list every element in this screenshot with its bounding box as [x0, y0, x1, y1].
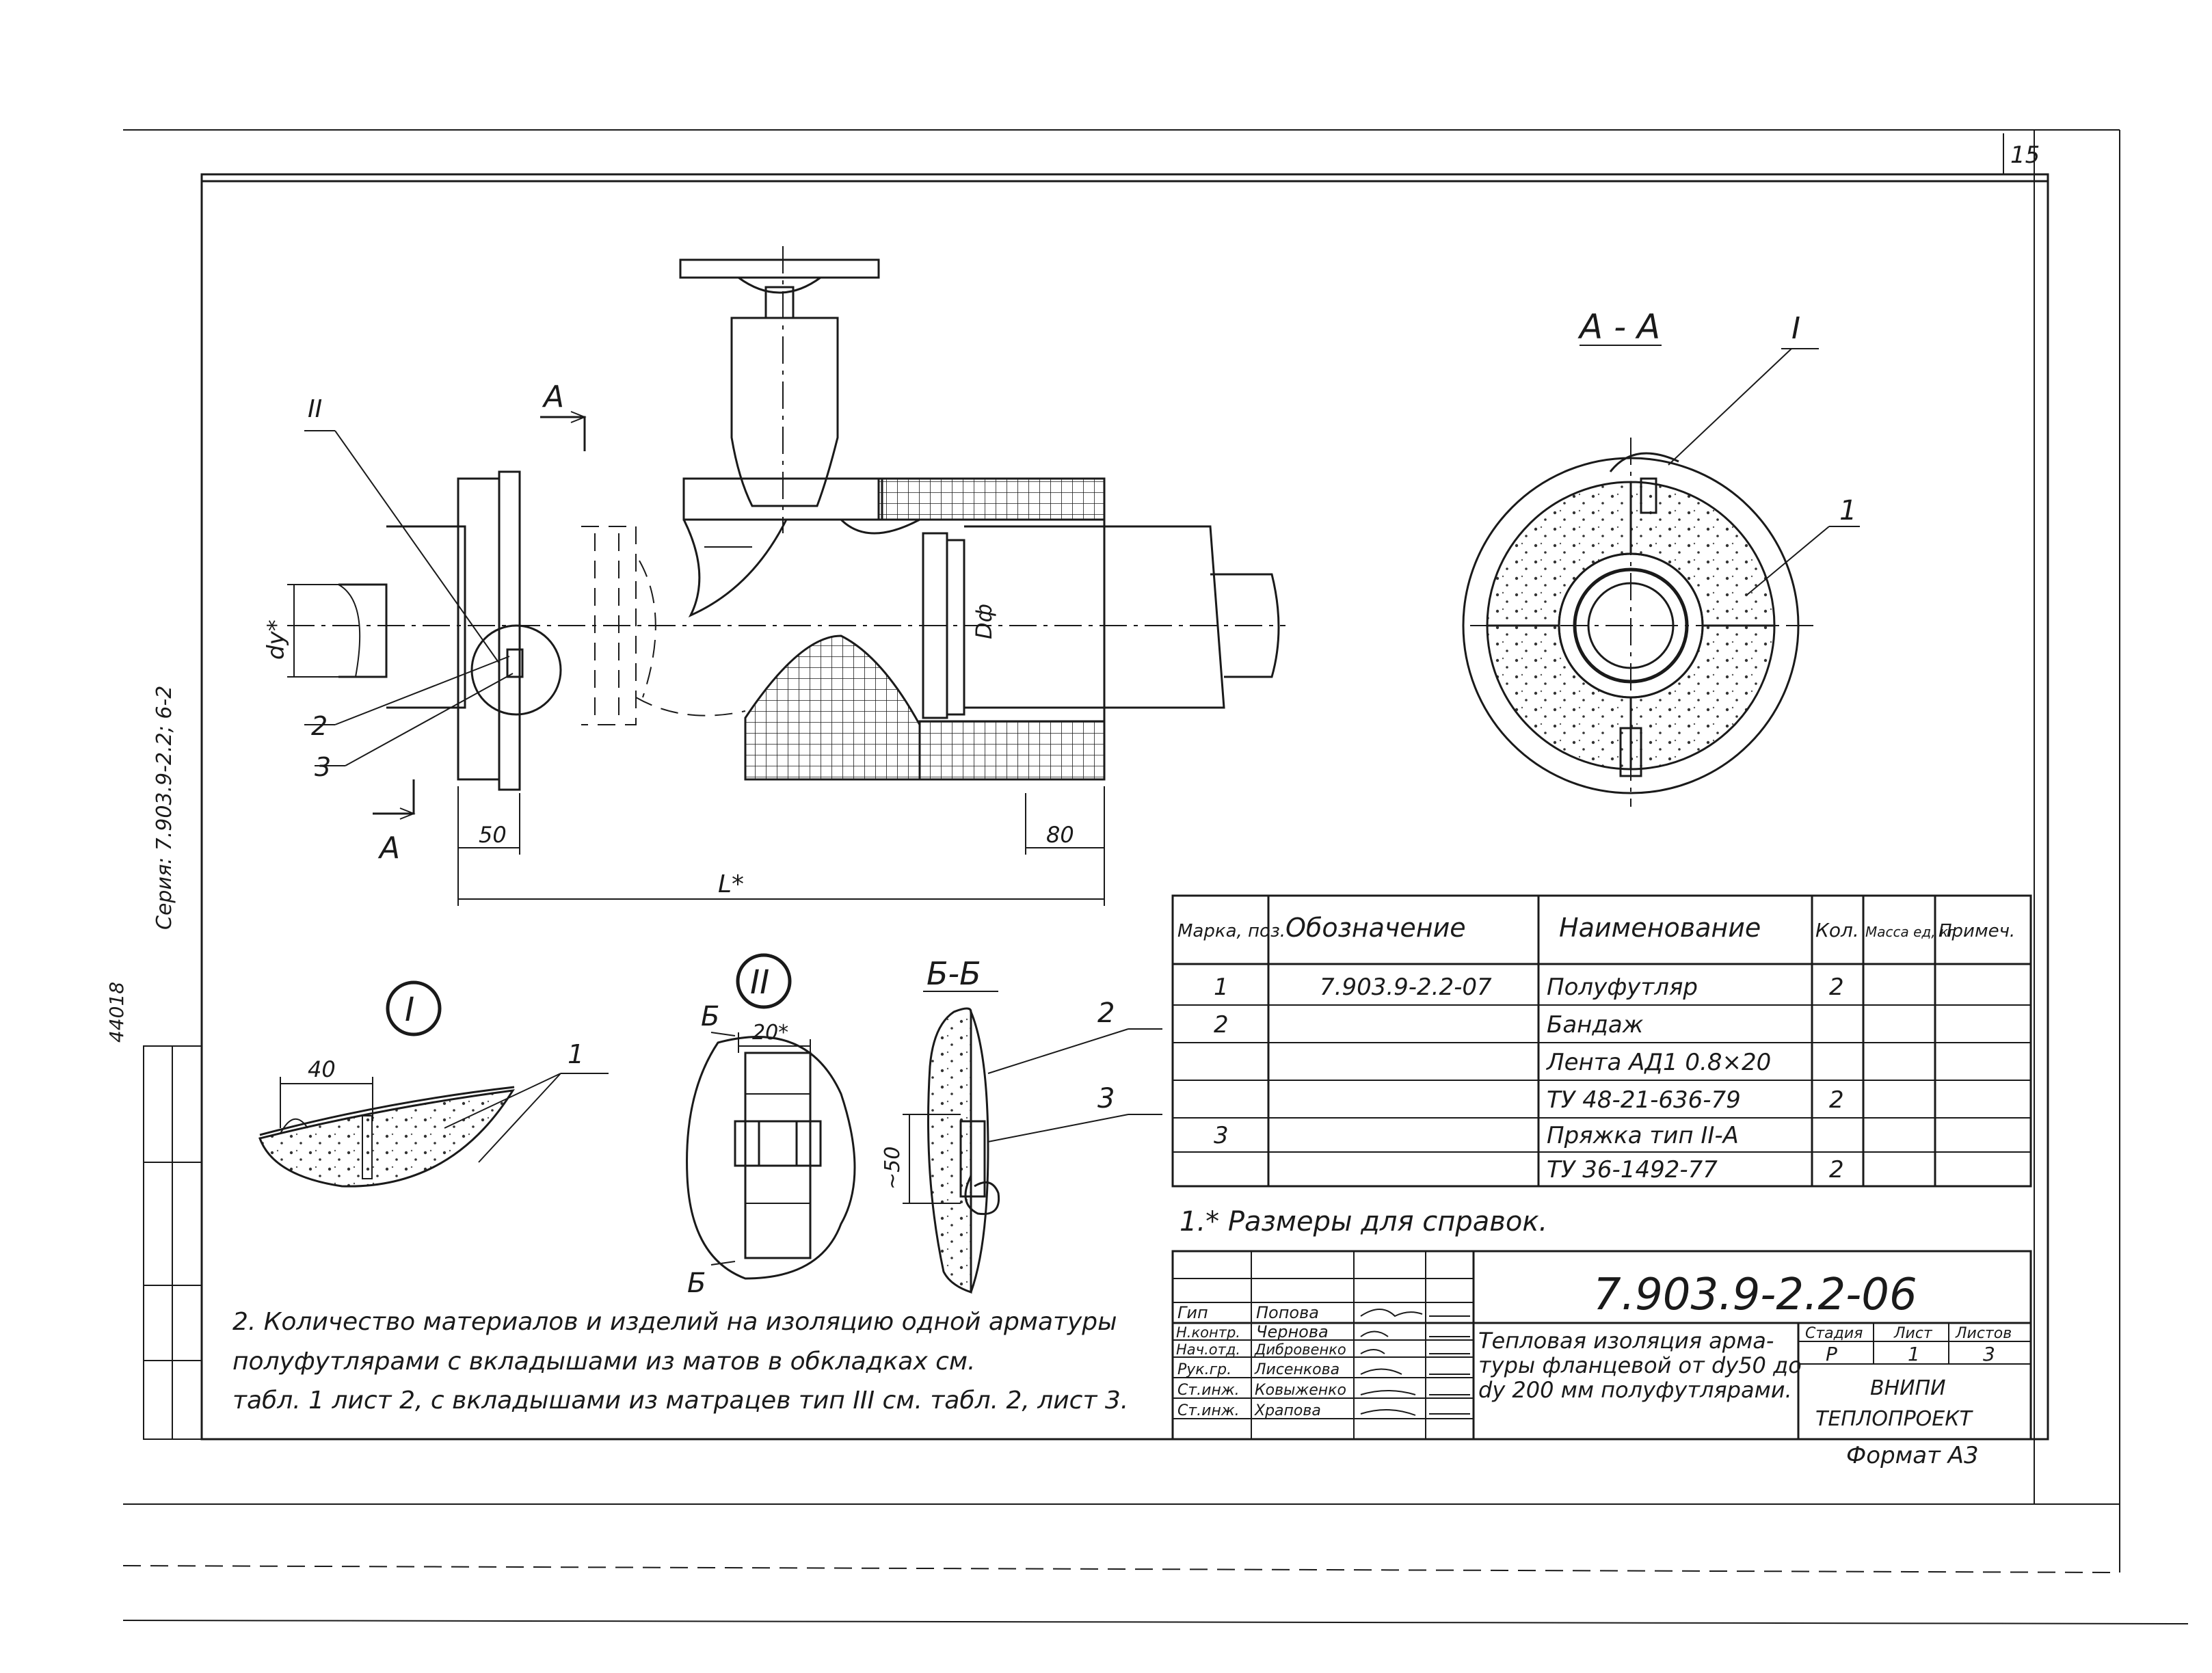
spec-row1-qty: 2: [1829, 974, 1844, 1001]
spec-row2-name: Бандаж: [1547, 1011, 1644, 1039]
dim-50: 50: [479, 822, 507, 848]
sig-role-5: Ст.инж.: [1177, 1382, 1240, 1399]
spec-table-grid: [1171, 894, 2032, 1188]
sig-role-6: Ст.инж.: [1177, 1402, 1240, 1419]
spec-row3-name: Лента АД1 0.8×20: [1545, 1049, 1771, 1076]
spec-row5-name: Пряжка тип II-А: [1547, 1122, 1739, 1149]
section-BB-pos-2: 2: [1097, 998, 1115, 1029]
sheet-header: Лист: [1893, 1325, 1933, 1342]
section-AA-title: А - А: [1577, 307, 1660, 347]
section-AA-callout-I: I: [1791, 311, 1800, 346]
dim-L: L*: [718, 870, 744, 898]
doc-title-line-1: Тепловая изоляция арма-: [1478, 1328, 1774, 1354]
doc-title-line-3: dу 200 мм полуфутлярами.: [1478, 1377, 1792, 1403]
spec-row5-mark: 3: [1214, 1122, 1229, 1149]
detail-II-title: II: [750, 963, 769, 1002]
label-dy: dу*: [263, 619, 290, 660]
main-pos-2: 2: [311, 711, 328, 741]
sig-role-1: Гип: [1177, 1303, 1208, 1322]
main-view: [287, 246, 1285, 906]
note-2-line-2: полуфутлярами с вкладышами из матов в об…: [232, 1348, 976, 1376]
section-AA-insulation: [1486, 481, 1776, 771]
section-BB-pos-3: 3: [1097, 1083, 1115, 1114]
spec-table: Марка, поз. Обозначение Наименование Кол…: [1177, 913, 2015, 1183]
org-line-2: ТЕПЛОПРОЕКТ: [1815, 1407, 1974, 1431]
spec-row2-mark: 2: [1214, 1011, 1229, 1039]
section-mark-top: А: [542, 379, 564, 414]
spec-header-qty: Кол.: [1815, 919, 1859, 941]
sig-role-4: Рук.гр.: [1177, 1361, 1231, 1378]
spec-row4-qty: 2: [1829, 1086, 1844, 1114]
sig-name-4: Лисенкова: [1254, 1361, 1340, 1378]
spec-header-designation: Обозначение: [1285, 913, 1466, 943]
spec-row1-designation: 7.903.9-2.2-07: [1320, 974, 1492, 1001]
spec-row4-name: ТУ 48-21-636-79: [1547, 1086, 1741, 1114]
detail-I-halfshell: [258, 1089, 515, 1188]
title-block-grid: [1171, 1250, 2032, 1441]
detail-II-mark-bottom: Б: [687, 1268, 706, 1299]
stage-value: Р: [1826, 1343, 1837, 1365]
detail-II-mark-top: Б: [701, 1001, 719, 1032]
insulation-mesh-bottom: [744, 634, 1106, 781]
format-label: Формат А3: [1846, 1442, 1979, 1469]
sheets-header: Листов: [1955, 1325, 2012, 1342]
page-number: 15: [2010, 142, 2040, 169]
spec-row6-name: ТУ 36-1492-77: [1547, 1156, 1718, 1183]
note-1: 1.* Размеры для справок.: [1180, 1206, 1547, 1237]
label-df: Dф: [971, 604, 997, 639]
handwheel: [679, 258, 880, 319]
doc-code: 7.903.9-2.2-06: [1593, 1270, 1917, 1320]
insulation-mesh-top: [877, 477, 1106, 521]
sig-name-3: Дибровенко: [1254, 1341, 1346, 1358]
spec-row1-mark: 1: [1214, 974, 1229, 1001]
sheet-value: 1: [1908, 1343, 1920, 1365]
section-AA: [1462, 345, 1860, 807]
sig-name-5: Ковыженко: [1255, 1382, 1346, 1399]
section-mark-bottom: А: [377, 831, 400, 866]
sheet-frame: [122, 129, 2189, 1624]
stage-header: Стадия: [1805, 1325, 1863, 1342]
series-side-label: Серия: 7.903.9-2.2; 6-2: [152, 686, 176, 930]
sig-role-2: Н.контр.: [1176, 1324, 1240, 1341]
detail-I: [258, 980, 609, 1188]
detail-II: [686, 953, 856, 1280]
section-BB-shell: [927, 1007, 972, 1294]
spec-header-mass: Масса ед, кг: [1865, 924, 1956, 940]
note-2-line-1: 2. Количество материалов и изделий на из…: [232, 1308, 1117, 1336]
sig-name-1: Попова: [1256, 1303, 1319, 1322]
valve-bonnet: [730, 317, 839, 507]
sig-role-3: Нач.отд.: [1176, 1341, 1240, 1358]
spec-row1-name: Полуфутляр: [1547, 974, 1698, 1001]
section-BB: [903, 991, 1162, 1294]
spec-header-name: Наименование: [1559, 913, 1761, 943]
doc-title-line-2: туры фланцевой от dу50 до: [1478, 1352, 1802, 1378]
section-AA-pos-1: 1: [1839, 495, 1856, 526]
spec-header-note: Примеч.: [1938, 921, 2015, 941]
dim-80: 80: [1046, 822, 1074, 848]
detail-I-pos-1: 1: [568, 1039, 584, 1069]
detail-II-dim-20: 20*: [752, 1021, 788, 1045]
sig-name-6: Храпова: [1254, 1402, 1321, 1419]
section-BB-title: Б-Б: [927, 955, 981, 992]
spec-header-mark: Марка, поз.: [1177, 921, 1285, 941]
detail-I-dim-40: 40: [308, 1056, 336, 1082]
detail-I-title: I: [405, 991, 414, 1029]
section-BB-dim-50: ~50: [881, 1147, 905, 1190]
note-2-line-3: табл. 1 лист 2, с вкладышами из матрацев…: [232, 1387, 1128, 1415]
archive-number: 44018: [105, 982, 128, 1043]
title-block: 7.903.9-2.2-06 Тепловая изоляция арма- т…: [1176, 1270, 2012, 1431]
callout-II-label: II: [308, 395, 322, 423]
spec-row6-qty: 2: [1829, 1156, 1844, 1183]
main-pos-3: 3: [315, 752, 331, 782]
sheets-value: 3: [1983, 1343, 1995, 1365]
org-line-1: ВНИПИ: [1870, 1376, 1946, 1400]
sig-name-2: Чернова: [1256, 1322, 1329, 1341]
